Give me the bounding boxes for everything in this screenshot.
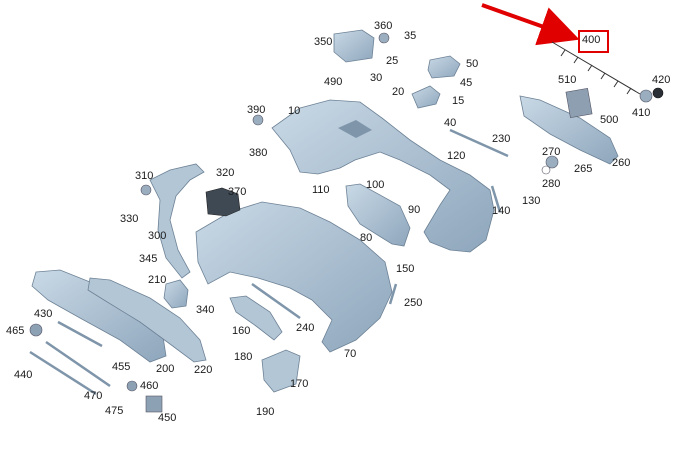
part-70-lower-bumper (195, 201, 393, 353)
label-20[interactable]: 20 (392, 86, 405, 98)
label-150[interactable]: 150 (396, 263, 415, 275)
part-220-bracket (87, 277, 207, 363)
label-460[interactable]: 460 (140, 380, 159, 392)
part-410-ring (639, 89, 653, 103)
part-10-cutout (338, 120, 372, 138)
label-500[interactable]: 500 (600, 114, 619, 126)
part-10-bumper-cover (271, 99, 495, 253)
label-30[interactable]: 30 (370, 72, 383, 84)
label-240[interactable]: 240 (296, 322, 315, 334)
label-270[interactable]: 270 (542, 146, 561, 158)
label-380[interactable]: 380 (249, 147, 268, 159)
label-210[interactable]: 210 (148, 274, 167, 286)
label-410[interactable]: 410 (632, 107, 651, 119)
label-330[interactable]: 330 (120, 213, 139, 225)
label-140[interactable]: 140 (492, 205, 511, 217)
part-80-panel (345, 183, 411, 247)
part-510-grille (565, 87, 593, 119)
label-260[interactable]: 260 (612, 157, 631, 169)
label-345[interactable]: 345 (139, 253, 158, 265)
part-170-bracket (261, 349, 301, 393)
part-300-side-bracket (149, 163, 205, 279)
part-450-sensor (145, 395, 163, 413)
label-35[interactable]: 35 (404, 30, 417, 42)
label-180[interactable]: 180 (234, 351, 253, 363)
label-510[interactable]: 510 (558, 74, 577, 86)
label-400[interactable]: 400 (582, 34, 601, 46)
label-340[interactable]: 340 (196, 304, 215, 316)
label-490[interactable]: 490 (324, 76, 343, 88)
pointer-arrow (481, 3, 580, 46)
part-210-bracket (163, 279, 189, 309)
label-200[interactable]: 200 (156, 363, 175, 375)
part-360-pad (378, 32, 390, 44)
label-360[interactable]: 360 (374, 20, 393, 32)
part-350-housing (333, 29, 375, 63)
label-265[interactable]: 265 (574, 163, 593, 175)
label-250[interactable]: 250 (404, 297, 423, 309)
label-475[interactable]: 475 (105, 405, 124, 417)
part-460-grommet (126, 380, 138, 392)
part-370-absorber (205, 187, 241, 217)
label-10[interactable]: 10 (288, 105, 301, 117)
part-390-pad (252, 114, 264, 126)
part-400-strip (551, 41, 641, 95)
highlight-box-400 (578, 30, 609, 53)
label-300[interactable]: 300 (148, 230, 167, 242)
label-280[interactable]: 280 (542, 178, 561, 190)
label-370[interactable]: 370 (228, 186, 247, 198)
label-190[interactable]: 190 (256, 406, 275, 418)
label-25[interactable]: 25 (386, 55, 399, 67)
label-90[interactable]: 90 (408, 204, 421, 216)
part-465-grommet (29, 323, 43, 337)
part-strips (29, 128, 509, 396)
label-160[interactable]: 160 (232, 325, 251, 337)
label-440[interactable]: 440 (14, 369, 33, 381)
label-220[interactable]: 220 (194, 364, 213, 376)
label-15[interactable]: 15 (452, 95, 465, 107)
label-170[interactable]: 170 (290, 378, 309, 390)
part-500-panel (519, 95, 619, 165)
part-280-ring (541, 165, 551, 175)
label-455[interactable]: 455 (112, 361, 131, 373)
label-470[interactable]: 470 (84, 390, 103, 402)
part-15-bracket (411, 85, 441, 109)
label-70[interactable]: 70 (344, 348, 357, 360)
label-420[interactable]: 420 (652, 74, 671, 86)
label-310[interactable]: 310 (135, 170, 154, 182)
label-80[interactable]: 80 (360, 232, 373, 244)
label-130[interactable]: 130 (522, 195, 541, 207)
label-100[interactable]: 100 (366, 179, 385, 191)
part-270-ring (545, 155, 559, 169)
label-320[interactable]: 320 (216, 167, 235, 179)
label-120[interactable]: 120 (447, 150, 466, 162)
part-310-pad (140, 184, 152, 196)
label-465[interactable]: 465 (6, 325, 25, 337)
part-420-ring (652, 87, 664, 99)
label-390[interactable]: 390 (247, 104, 266, 116)
label-230[interactable]: 230 (492, 133, 511, 145)
label-430[interactable]: 430 (34, 308, 53, 320)
part-160-bracket (229, 295, 283, 341)
part-50-cap (427, 55, 461, 79)
label-110[interactable]: 110 (312, 184, 330, 196)
label-45[interactable]: 45 (460, 77, 473, 89)
label-40[interactable]: 40 (444, 117, 457, 129)
label-50[interactable]: 50 (466, 58, 479, 70)
label-350[interactable]: 350 (314, 36, 333, 48)
label-450[interactable]: 450 (158, 412, 177, 424)
